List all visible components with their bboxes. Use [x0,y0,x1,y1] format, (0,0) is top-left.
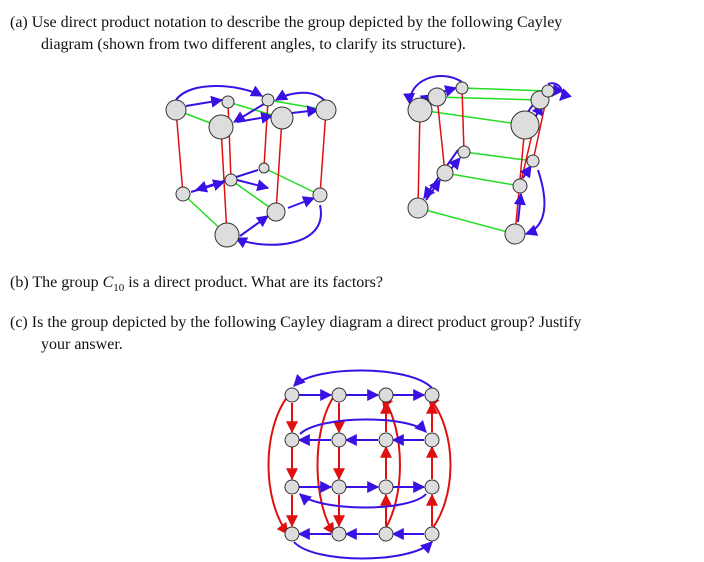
view1-blue-edges [175,85,327,249]
grid-red-arcs [267,395,452,536]
grid-nodes [284,387,440,542]
question-b-label: (b) [10,274,29,291]
grid-blue-edges [293,369,433,560]
question-c-text-line1: Is the group depicted by the following C… [31,314,582,331]
question-c: (c) Is the group depicted by the followi… [10,312,694,353]
question-a-text-line1: Use direct product notation to describe … [31,14,563,31]
question-a: (a) Use direct product notation to descr… [10,12,694,53]
grid-red-vertical [286,401,438,528]
question-b-text-before: The group [32,274,103,291]
question-a-label: (a) [10,14,28,31]
question-c-label: (c) [10,314,28,331]
group-symbol: C [102,274,114,291]
question-b-text-after: is a direct product. What are its factor… [124,274,383,291]
question-c-text-line2: your answer. [41,336,123,353]
view1-nodes [165,93,337,248]
question-a-text-line2: diagram (shown from two different angles… [41,36,466,53]
group-subscript: 10 [113,282,125,295]
view2-green-edges [417,87,549,235]
view2-nodes [407,81,555,245]
question-b: (b) The group C10 is a direct product. W… [10,272,383,299]
